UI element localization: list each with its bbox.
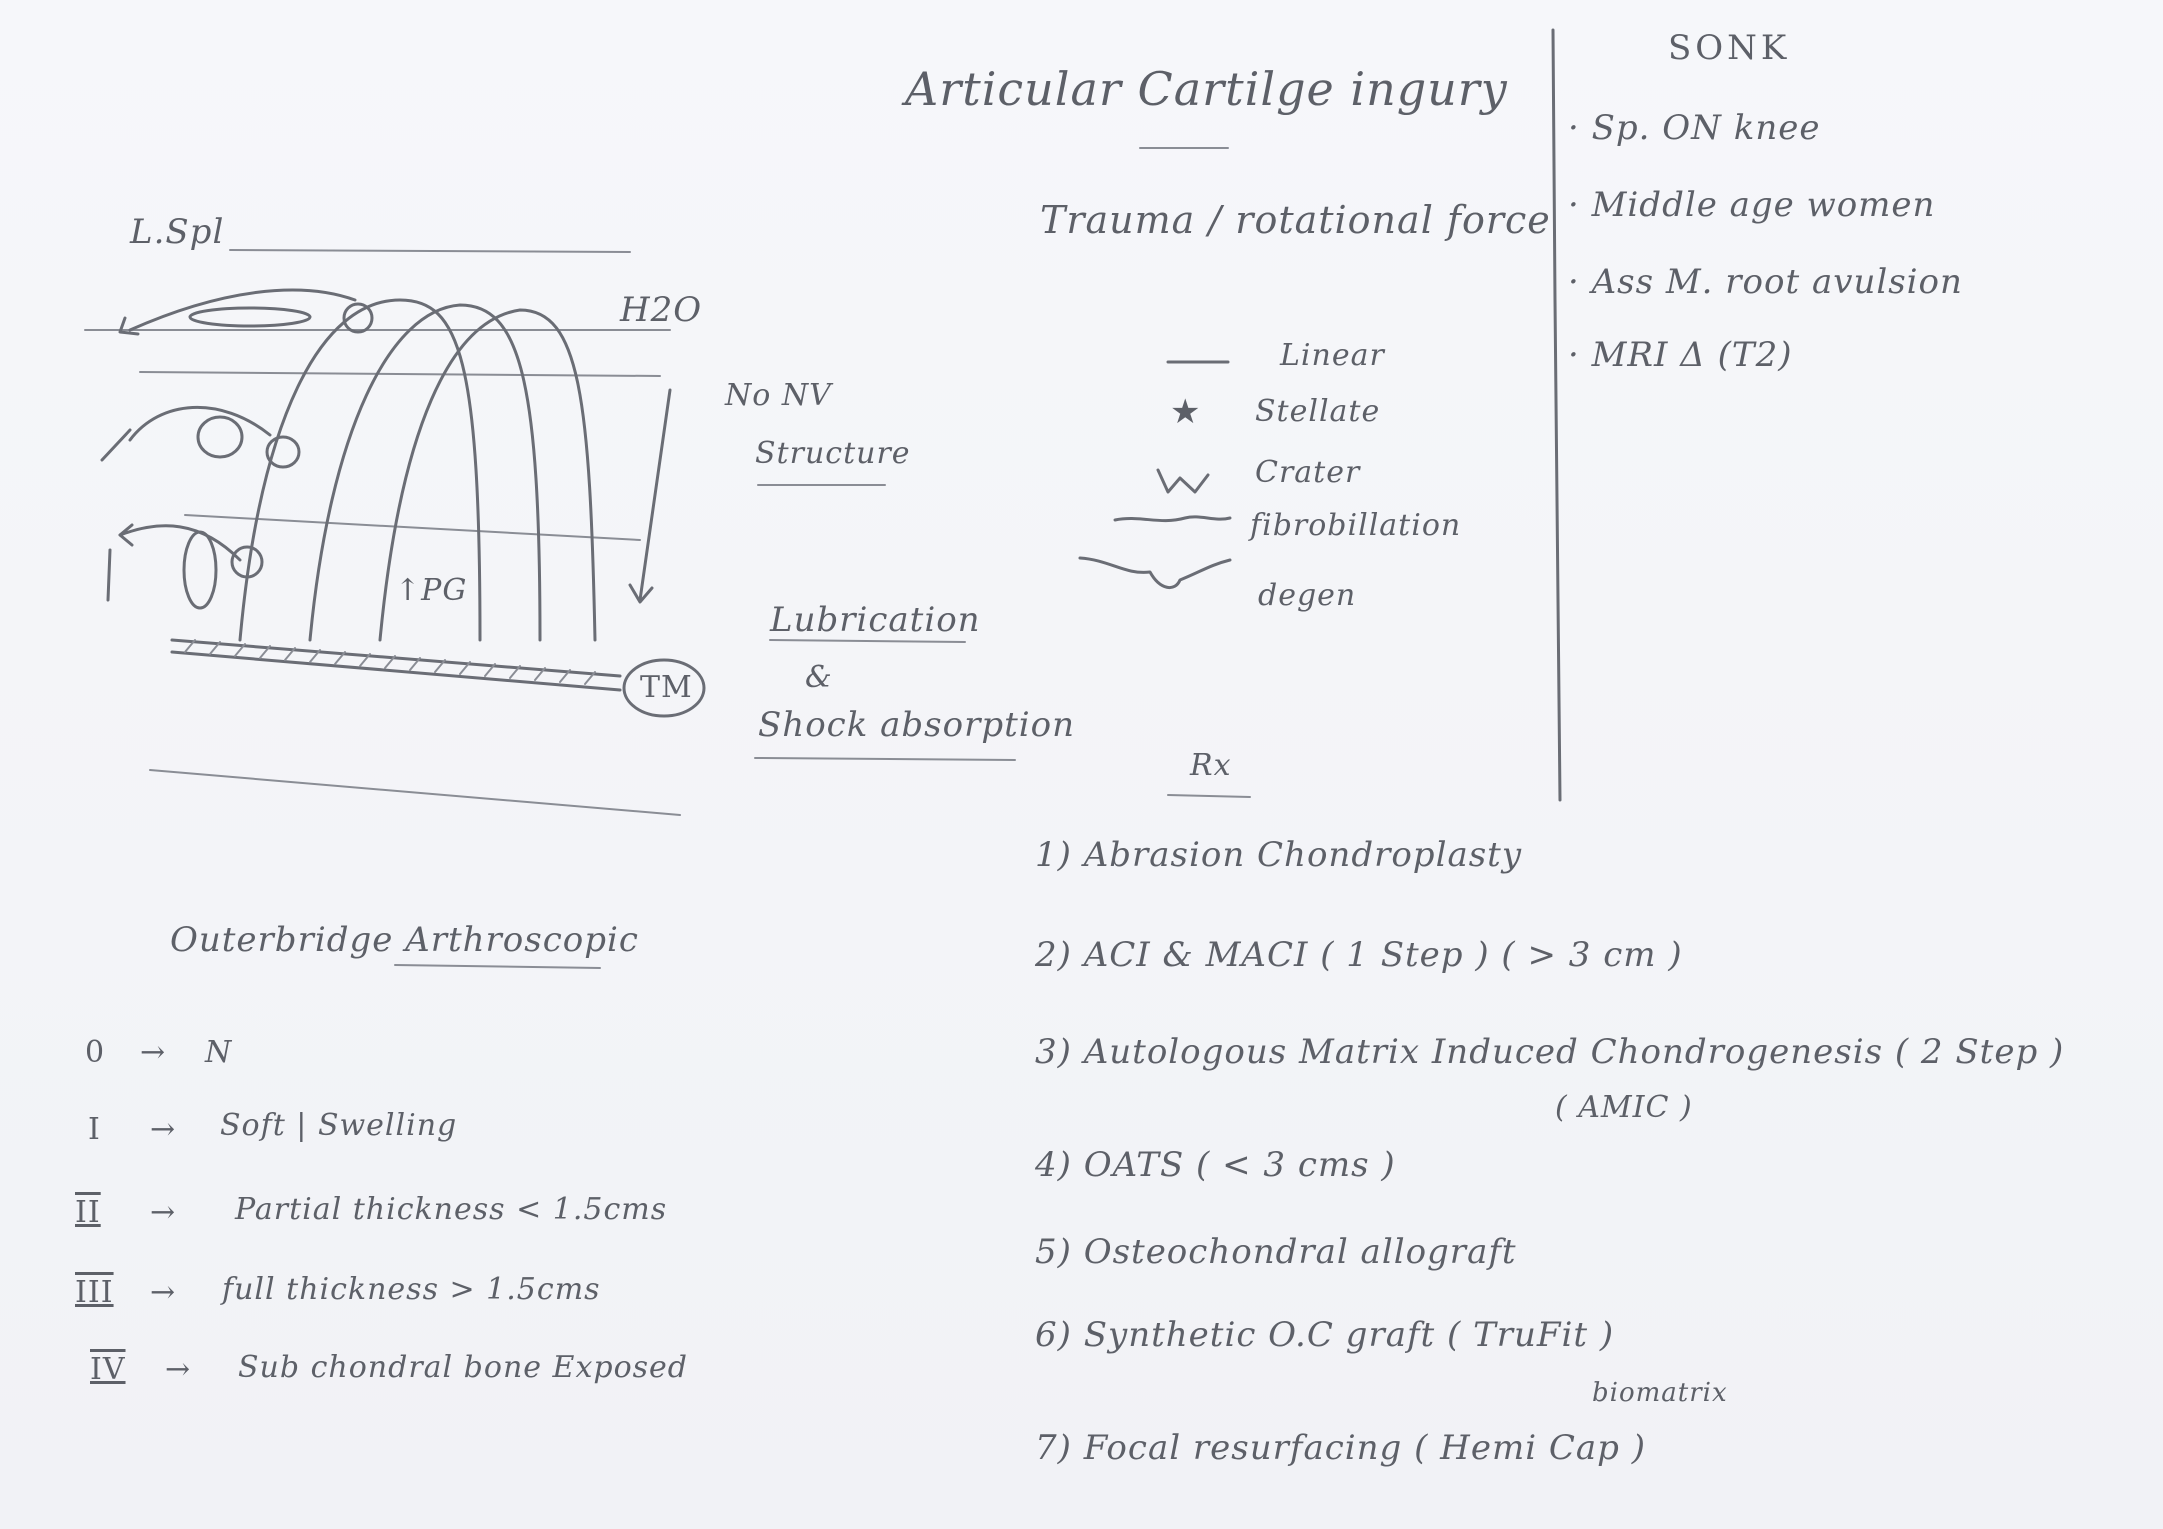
sonk-item: · Sp. ON knee bbox=[1568, 108, 1821, 148]
sonk-item: · Middle age women bbox=[1568, 185, 1936, 225]
deep-mark bbox=[106, 548, 112, 602]
arrow-superficial bbox=[128, 288, 357, 332]
label-no-nv: No NV bbox=[725, 378, 832, 413]
sonk-item: · MRI Δ (T2) bbox=[1568, 335, 1793, 375]
superficial-flat-cell bbox=[188, 306, 312, 328]
grade-label: 0 bbox=[85, 1035, 106, 1070]
arrow-middle bbox=[128, 406, 272, 442]
arrow-deep bbox=[118, 524, 242, 562]
chondrocyte-5 bbox=[230, 545, 264, 579]
arcade-fiber-3 bbox=[378, 308, 597, 642]
grade-label: II bbox=[75, 1195, 101, 1230]
crater-symbol bbox=[1156, 468, 1210, 494]
grade-desc: Sub chondral bone Exposed bbox=[238, 1350, 688, 1385]
type-degen: degen bbox=[1258, 578, 1357, 613]
outerbridge-heading: Outerbridge Arthroscopic bbox=[170, 920, 639, 960]
rx-item: 6) Synthetic O.C graft ( TruFit ) bbox=[1035, 1315, 1615, 1355]
rx-underline bbox=[1167, 794, 1251, 798]
tidemark-line-top bbox=[170, 638, 622, 678]
label-pg: ↑PG bbox=[395, 573, 468, 608]
flow-arrow-head bbox=[628, 583, 654, 604]
sonk-item: · Ass M. root avulsion bbox=[1568, 262, 1963, 302]
stellate-star-icon: ★ bbox=[1170, 392, 1202, 432]
lubrication-underline bbox=[769, 639, 966, 643]
fibrillation-symbol bbox=[1113, 515, 1232, 523]
arrow-icon: → bbox=[150, 1112, 177, 1147]
shock-underline bbox=[754, 757, 1016, 761]
rx-item: 1) Abrasion Chondroplasty bbox=[1035, 835, 1523, 875]
outerbridge-underline bbox=[394, 964, 601, 969]
grade-desc: Soft | Swelling bbox=[220, 1108, 458, 1143]
degen-symbol bbox=[1078, 556, 1232, 589]
type-fibrillation: fibrobillation bbox=[1250, 508, 1462, 543]
grade-label: I bbox=[88, 1112, 101, 1147]
label-shock-absorption: Shock absorption bbox=[758, 705, 1075, 745]
type-stellate: Stellate bbox=[1255, 394, 1381, 429]
chondrocyte-2 bbox=[196, 415, 244, 459]
page-title: Articular Cartilge ingury bbox=[905, 62, 1508, 116]
rx-item-sub: ( AMIC ) bbox=[1555, 1090, 1693, 1125]
rx-item: 5) Osteochondral allograft bbox=[1035, 1232, 1517, 1272]
arrow-icon: → bbox=[140, 1035, 167, 1070]
grade-desc: N bbox=[205, 1035, 233, 1070]
grade-desc: Partial thickness < 1.5cms bbox=[235, 1192, 668, 1227]
arrow-middle-tail bbox=[100, 428, 132, 462]
rx-item-sub: biomatrix bbox=[1592, 1378, 1728, 1408]
label-lubrication: Lubrication bbox=[770, 600, 981, 640]
type-crater: Crater bbox=[1255, 455, 1361, 490]
chondrocyte-4 bbox=[182, 530, 218, 610]
arrow-icon: → bbox=[150, 1275, 177, 1310]
diagram-line-bottom bbox=[149, 769, 681, 816]
sonk-heading: SONK bbox=[1668, 28, 1791, 68]
chondrocyte-3 bbox=[265, 435, 301, 469]
grade-desc: full thickness > 1.5cms bbox=[222, 1272, 601, 1307]
tidemark-line-bottom bbox=[170, 650, 622, 692]
arrow-icon: → bbox=[165, 1352, 192, 1387]
grade-label: IV bbox=[90, 1352, 126, 1387]
mechanism-text: Trauma / rotational force bbox=[1040, 198, 1551, 242]
label-amp: & bbox=[805, 660, 833, 695]
rx-item: 3) Autologous Matrix Induced Chondrogene… bbox=[1035, 1032, 2065, 1072]
chondrocyte-1 bbox=[342, 302, 374, 334]
label-h2o: H2O bbox=[620, 290, 703, 330]
rx-item: 7) Focal resurfacing ( Hemi Cap ) bbox=[1035, 1428, 1646, 1468]
flow-arrow bbox=[638, 388, 672, 602]
rx-heading: Rx bbox=[1190, 748, 1232, 783]
type-linear: Linear bbox=[1280, 338, 1385, 373]
arcade-fiber-2 bbox=[308, 303, 542, 642]
diagram-line-2 bbox=[139, 371, 661, 377]
grade-label: III bbox=[75, 1275, 114, 1310]
label-lspl: L.Spl bbox=[130, 212, 225, 252]
arrow-superficial-head bbox=[118, 316, 140, 336]
label-tm: TM bbox=[640, 670, 693, 705]
tidemark-hatch bbox=[184, 639, 596, 685]
rx-item: 2) ACI & MACI ( 1 Step ) ( > 3 cm ) bbox=[1035, 935, 1683, 975]
arrow-deep-head bbox=[118, 523, 134, 547]
label-structure: Structure bbox=[755, 436, 911, 471]
rx-item: 4) OATS ( < 3 cms ) bbox=[1035, 1145, 1396, 1185]
column-divider bbox=[1551, 28, 1562, 802]
arrow-icon: → bbox=[150, 1195, 177, 1230]
diagram-line-3 bbox=[184, 514, 641, 541]
tm-circle bbox=[622, 658, 706, 718]
diagram-line-top bbox=[229, 249, 631, 253]
